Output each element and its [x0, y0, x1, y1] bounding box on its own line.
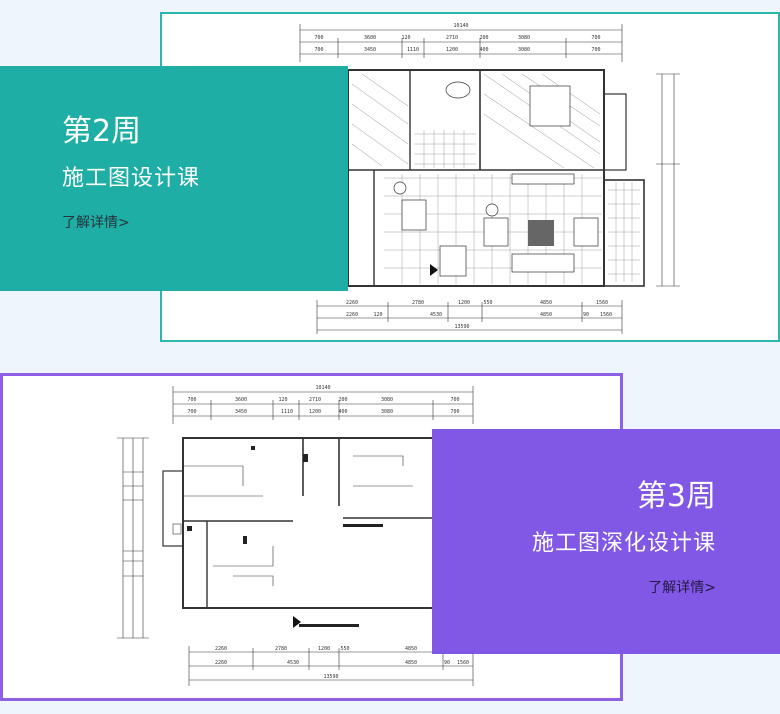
- dim-label: 1200: [446, 47, 458, 53]
- construction-plan-drawing: 10140 700 3600 120 2710 200 3080 700 700…: [117, 385, 474, 686]
- dim-label: 1110: [407, 47, 419, 53]
- dim-label: 2710: [309, 397, 321, 403]
- dim-label: 1560: [596, 300, 608, 306]
- dim-label: 90: [583, 312, 589, 318]
- dim-label: 4850: [540, 312, 552, 318]
- dim-label: 120: [373, 312, 382, 318]
- course-title: 施工图设计课: [62, 166, 201, 191]
- dim-label: 550: [483, 300, 492, 306]
- dim-label: 3080: [381, 409, 393, 415]
- dim-label: 700: [187, 409, 196, 415]
- dim-label: 200: [479, 35, 488, 41]
- dim-label: 120: [278, 397, 287, 403]
- dim-label: 2260: [215, 646, 227, 652]
- dim-label: 3450: [235, 409, 247, 415]
- course-title: 施工图深化设计课: [531, 531, 716, 556]
- dim-label: 2260: [346, 300, 358, 306]
- dim-label: 4850: [405, 646, 417, 652]
- course-panel-week-3: 第3周 施工图深化设计课 了解详情>: [432, 429, 780, 654]
- dim-label: 1200: [458, 300, 470, 306]
- furnished-floor-plan-drawing: 10140 700 3600 120 2710 200 3080 700 700…: [299, 23, 680, 334]
- dim-label: 1560: [600, 312, 612, 318]
- week-title: 第2周: [62, 114, 142, 149]
- dim-label: 2780: [275, 646, 287, 652]
- dim-label: 700: [591, 47, 600, 53]
- dim-label: 4530: [287, 660, 299, 666]
- dim-label: 90: [444, 660, 450, 666]
- dim-label: 700: [591, 35, 600, 41]
- dim-label: 700: [450, 409, 459, 415]
- week-title: 第3周: [636, 479, 716, 514]
- dim-total-bottom: 13590: [454, 324, 469, 330]
- dim-label: 4530: [430, 312, 442, 318]
- dim-label: 3600: [235, 397, 247, 403]
- dim-label: 4850: [540, 300, 552, 306]
- dim-total-top: 10140: [453, 23, 468, 29]
- dim-label: 400: [338, 409, 347, 415]
- dim-label: 700: [314, 35, 323, 41]
- dim-label: 200: [338, 397, 347, 403]
- dim-label: 3080: [518, 35, 530, 41]
- learn-more-link[interactable]: 了解详情>: [62, 215, 130, 231]
- dim-label: 3450: [364, 47, 376, 53]
- dim-label: 1200: [318, 646, 330, 652]
- dim-total-top: 10140: [315, 385, 330, 391]
- learn-more-link[interactable]: 了解详情>: [648, 580, 716, 596]
- dim-label: 700: [314, 47, 323, 53]
- dim-label: 120: [401, 35, 410, 41]
- dim-label: 1560: [457, 660, 469, 666]
- dim-label: 4850: [405, 660, 417, 666]
- dim-label: 1200: [309, 409, 321, 415]
- dim-label: 700: [187, 397, 196, 403]
- dim-label: 2260: [346, 312, 358, 318]
- dim-label: 700: [450, 397, 459, 403]
- dim-label: 3080: [518, 47, 530, 53]
- dim-total-bottom: 13590: [323, 674, 338, 680]
- dim-label: 2780: [412, 300, 424, 306]
- dim-label: 400: [479, 47, 488, 53]
- dim-label: 3600: [364, 35, 376, 41]
- course-panel-week-2: 第2周 施工图设计课 了解详情>: [0, 66, 348, 291]
- dim-label: 1110: [281, 409, 293, 415]
- dim-label: 550: [340, 646, 349, 652]
- dim-label: 2710: [446, 35, 458, 41]
- dim-label: 2260: [215, 660, 227, 666]
- dim-label: 3080: [381, 397, 393, 403]
